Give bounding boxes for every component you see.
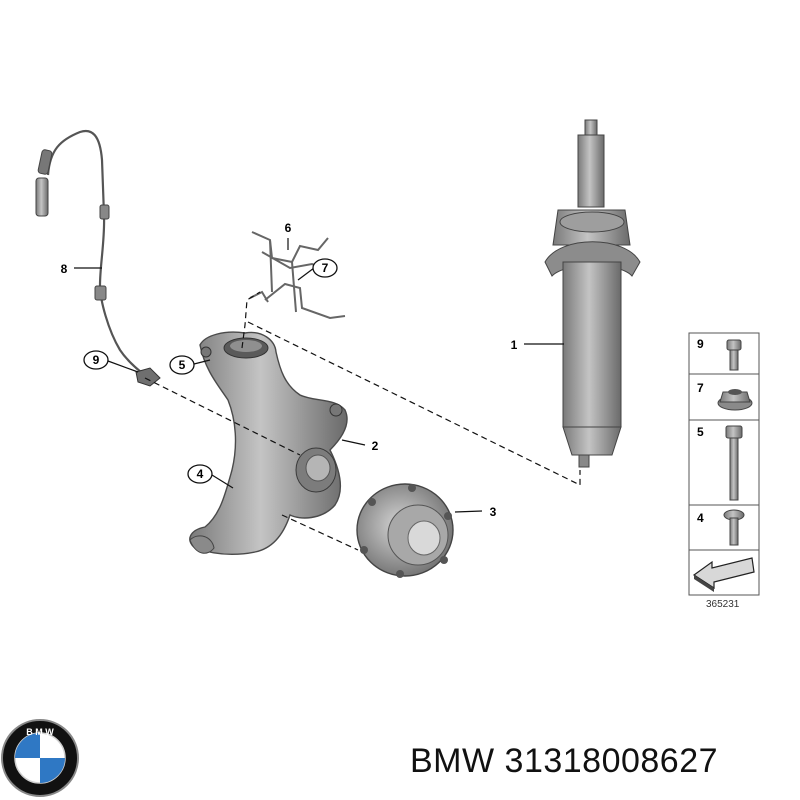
legend-number-9: 9 (697, 337, 704, 351)
steering-knuckle (189, 331, 348, 556)
callout-5: 5 (169, 355, 195, 375)
svg-text:B M W: B M W (26, 727, 54, 737)
callout-7: 7 (312, 258, 338, 278)
assembly-lines (144, 291, 581, 551)
torx-bolt-icon (723, 509, 745, 546)
legend-number-7: 7 (697, 381, 704, 395)
callout-6-label: 6 (285, 221, 292, 235)
callout-2-label: 2 (372, 439, 379, 453)
callout-1: 1 (511, 338, 518, 352)
diagram-id: 365231 (706, 599, 740, 610)
legend-table: 9 7 5 4 (688, 332, 760, 596)
callout-8-label: 8 (61, 262, 68, 276)
callout-3-label: 3 (490, 505, 497, 519)
hex-bolt-icon (725, 425, 743, 501)
callout-9: 9 (83, 350, 109, 370)
wheel-hub (356, 483, 454, 578)
legend-row-bolt-4: 4 (697, 509, 745, 546)
legend-row-bolt-9: 9 (697, 337, 742, 371)
callout-4-label: 4 (197, 467, 204, 481)
leader-lines (74, 238, 564, 513)
bracket (249, 231, 346, 320)
callout-9-label: 9 (93, 353, 100, 367)
callout-2: 2 (372, 439, 379, 453)
bmw-logo: B M W (1, 719, 79, 797)
direction-arrow-icon (692, 557, 755, 592)
flange-nut-icon (717, 389, 753, 411)
callout-4: 4 (187, 464, 213, 484)
legend-row-bolt-5: 5 (697, 425, 743, 501)
callout-3: 3 (490, 505, 497, 519)
callout-6: 6 (285, 221, 292, 235)
legend-number-4: 4 (697, 511, 704, 525)
abs-sensor-cable (35, 129, 161, 387)
legend-number-5: 5 (697, 425, 704, 439)
callout-1-label: 1 (511, 338, 518, 352)
callout-7-label: 7 (322, 261, 329, 275)
socket-bolt-icon (726, 339, 742, 371)
part-number-caption: BMW 31318008627 (410, 742, 719, 780)
callout-8: 8 (61, 262, 68, 276)
callout-5-label: 5 (179, 358, 186, 372)
legend-row-nut-7: 7 (697, 381, 753, 411)
shock-absorber (544, 119, 641, 468)
